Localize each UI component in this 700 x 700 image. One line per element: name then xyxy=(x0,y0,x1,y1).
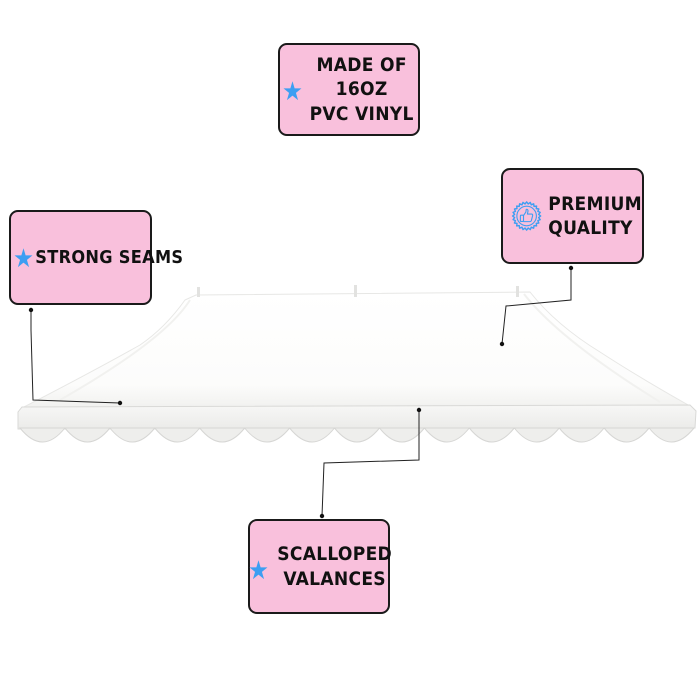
thumbs-up-badge-icon xyxy=(511,201,542,231)
star-icon: ★ xyxy=(247,555,270,586)
leader-dot xyxy=(117,400,123,406)
callout-valances-line2: VALANCES xyxy=(283,567,386,590)
callout-valances-line1: SCALLOPED xyxy=(277,543,393,566)
scalloped-valance xyxy=(18,427,696,443)
roof-seam-right xyxy=(523,293,661,403)
leader-dot xyxy=(416,407,422,413)
peak-tab xyxy=(354,285,357,297)
callout-material-line2: PVC VINYL xyxy=(309,102,414,125)
callout-material-line1: MADE OF 16OZ xyxy=(316,54,407,101)
callout-strong-seams: ★ STRONG SEAMS xyxy=(9,210,183,305)
tent-edge-band xyxy=(17,404,697,430)
callout-seams-label: STRONG SEAMS xyxy=(35,246,184,268)
callout-material: ★ MADE OF 16OZ PVC VINYL xyxy=(278,43,420,136)
roof-seam-left xyxy=(59,299,191,401)
callout-scalloped-valances: ★ SCALLOPED VALANCES xyxy=(247,519,393,614)
leader-line-seams xyxy=(30,310,121,404)
peak-tab xyxy=(197,287,200,297)
leader-dot xyxy=(28,307,34,313)
callout-quality-line1: PREMIUM xyxy=(548,192,642,215)
leader-dot xyxy=(499,341,505,347)
callout-premium-quality: PREMIUM QUALITY xyxy=(501,168,644,264)
tent-roof xyxy=(21,291,692,409)
peak-tab xyxy=(516,286,519,297)
leader-line-valances xyxy=(321,410,420,517)
star-icon: ★ xyxy=(13,243,35,274)
leader-dot xyxy=(568,265,574,271)
leader-dot xyxy=(319,513,325,519)
callout-quality-line2: QUALITY xyxy=(548,217,633,239)
star-icon: ★ xyxy=(282,76,304,107)
leader-line-quality xyxy=(501,268,572,345)
